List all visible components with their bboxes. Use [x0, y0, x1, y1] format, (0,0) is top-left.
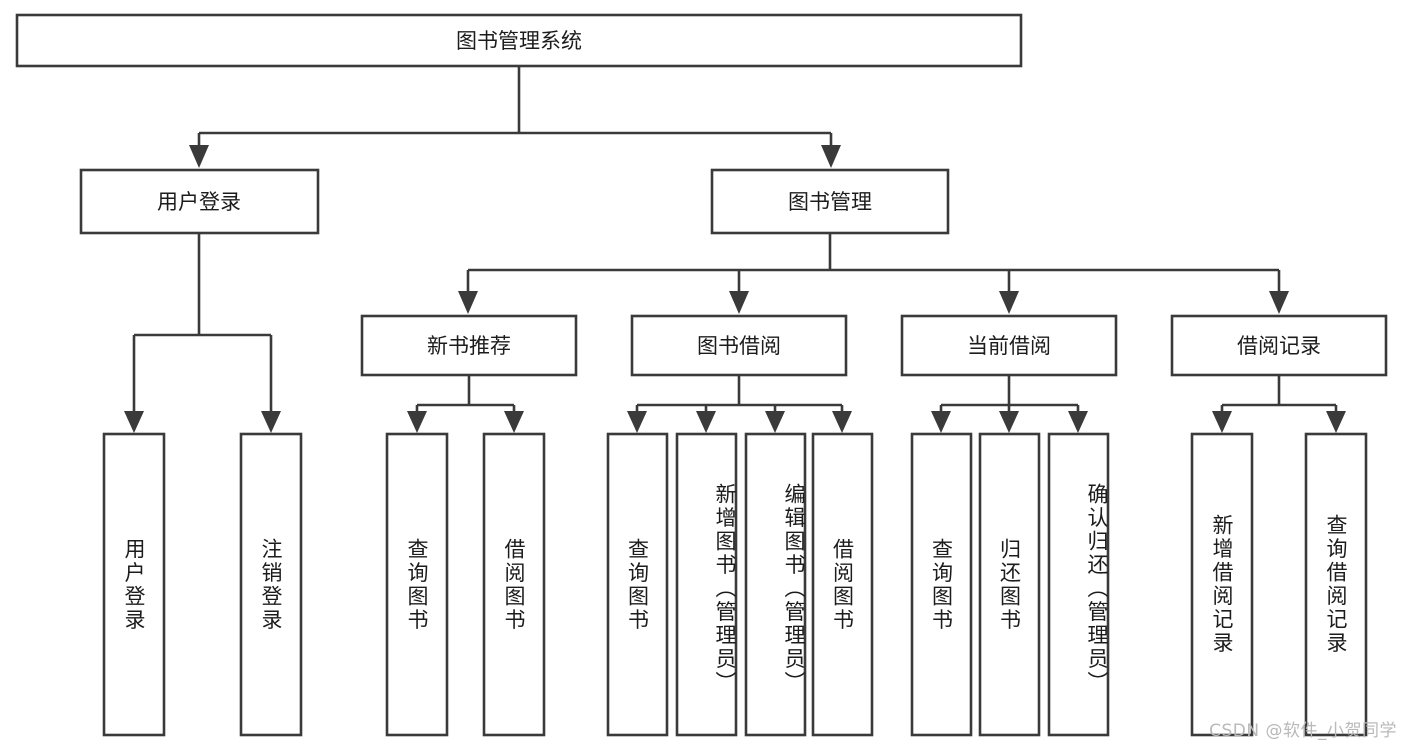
book-borrow-box[interactable] [630, 314, 848, 377]
node-root[interactable]: 图书管理系统 [15, 13, 1023, 68]
connector-user-login-to-leaves [124, 233, 281, 433]
node-book-borrow[interactable]: 图书借阅 [630, 314, 848, 377]
book-manage-label: 图书管理 [788, 190, 872, 214]
book-borrow-label: 图书借阅 [697, 334, 781, 358]
new-book-recommend-box[interactable] [360, 314, 578, 377]
arrow-bb-leaf-2-icon [696, 411, 716, 433]
arrow-cb-leaf-2-icon [999, 411, 1019, 433]
arrow-leaf-user-login-icon [124, 411, 144, 433]
leaf-box-bb-add-book[interactable] [675, 432, 738, 737]
current-borrow-label: 当前借阅 [967, 334, 1051, 358]
arrow-cb-leaf-3-icon [1068, 411, 1088, 433]
leaf-box-cb-query-book[interactable] [910, 432, 973, 737]
user-login-label: 用户登录 [157, 190, 241, 214]
leaf-box-cb-confirm-return[interactable] [1047, 432, 1110, 737]
leaf-box-nb-query-book[interactable] [385, 432, 449, 737]
leaf-box-bb-query-book[interactable] [606, 432, 669, 737]
new-book-recommend-label: 新书推荐 [427, 334, 511, 358]
arrow-br-leaf-2-icon [1326, 411, 1346, 433]
arrow-nb-leaf-1-icon [407, 411, 427, 433]
arrow-bb-leaf-4-icon [832, 411, 852, 433]
leaf-box-bb-borrow-book[interactable] [811, 432, 874, 737]
leaf-box-bb-edit-book[interactable] [744, 432, 807, 737]
connector-book-borrow-to-leaves [627, 375, 852, 433]
node-new-book-recommend[interactable]: 新书推荐 [360, 314, 578, 377]
leaf-box-logout[interactable] [239, 432, 303, 737]
arrow-book-manage-icon [821, 145, 841, 168]
watermark-text: CSDN @软件_小贺同学 [1209, 721, 1397, 741]
arrow-br-leaf-1-icon [1212, 411, 1232, 433]
connector-new-book-to-leaves [407, 375, 524, 433]
arrow-new-book-icon [458, 291, 478, 314]
node-user-login[interactable]: 用户登录 [79, 168, 320, 235]
arrow-borrow-record-icon [1269, 291, 1289, 314]
leaf-box-user-login[interactable] [102, 432, 166, 737]
leaf-box-br-add-record[interactable] [1190, 432, 1254, 737]
root-box[interactable] [15, 13, 1023, 68]
leaf-box-cb-return-book[interactable] [978, 432, 1041, 737]
node-current-borrow[interactable]: 当前借阅 [900, 314, 1118, 377]
borrow-record-label: 借阅记录 [1237, 334, 1321, 358]
arrow-current-borrow-icon [999, 291, 1019, 314]
borrow-record-box[interactable] [1170, 314, 1388, 377]
root-label: 图书管理系统 [456, 29, 582, 53]
arrow-user-login-icon [189, 145, 209, 168]
arrow-nb-leaf-2-icon [504, 411, 524, 433]
node-borrow-record[interactable]: 借阅记录 [1170, 314, 1388, 377]
connector-borrow-record-to-leaves [1212, 375, 1346, 433]
book-manage-box[interactable] [710, 168, 950, 235]
leaf-box-nb-borrow-book[interactable] [482, 432, 546, 737]
leaf-box-br-query-record[interactable] [1304, 432, 1368, 737]
arrow-book-borrow-icon [729, 291, 749, 314]
current-borrow-box[interactable] [900, 314, 1118, 377]
arrow-bb-leaf-1-icon [627, 411, 647, 433]
arrow-bb-leaf-3-icon [765, 411, 785, 433]
arrow-leaf-logout-icon [261, 411, 281, 433]
connector-current-borrow-to-leaves [931, 375, 1088, 433]
node-book-manage[interactable]: 图书管理 [710, 168, 950, 235]
connector-book-manage-to-level3 [458, 233, 1289, 314]
connector-root-to-level2 [189, 66, 841, 168]
arrow-cb-leaf-1-icon [931, 411, 951, 433]
